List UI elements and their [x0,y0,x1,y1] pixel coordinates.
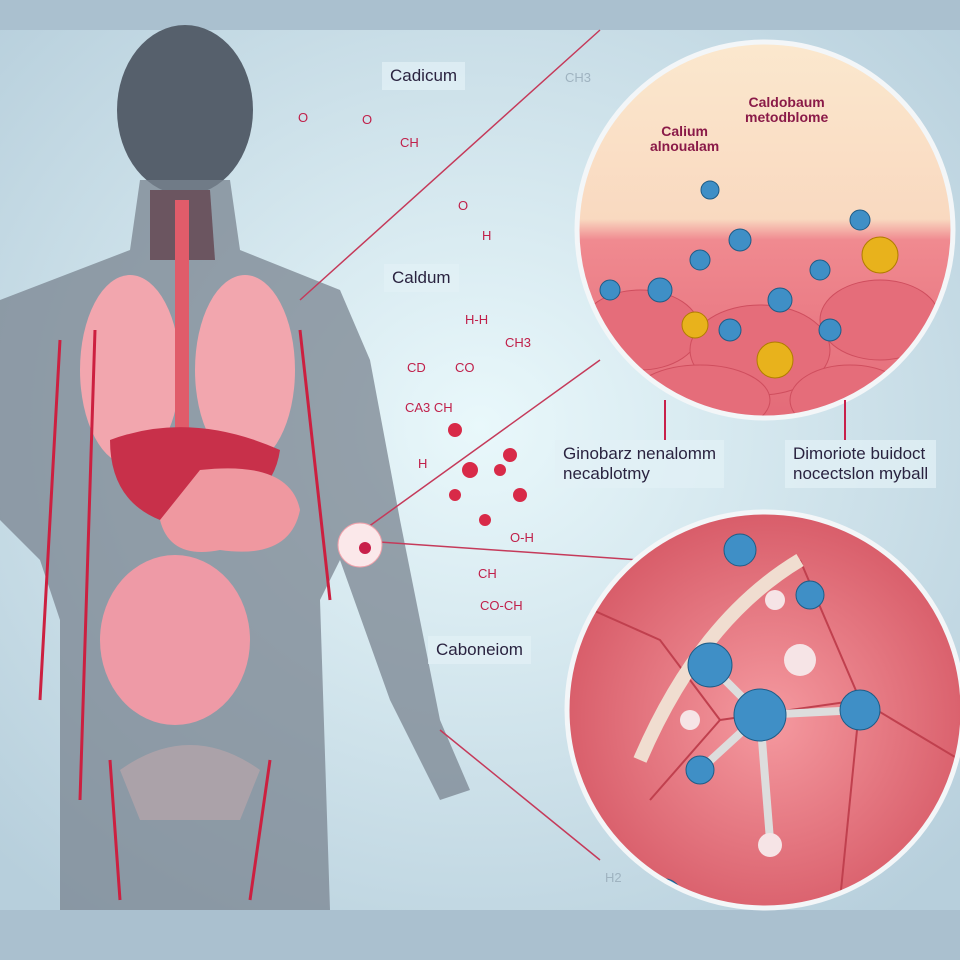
chem-text: H [418,456,428,471]
chem-text: CH [400,135,419,150]
chem-text: O-H [510,530,534,545]
chem-text: O [458,198,469,213]
label-mid: Caldum [384,264,459,292]
chem-text: H2 [605,870,622,885]
label-line: Ginobarz nenalomm [563,444,717,463]
chem-text: O [362,112,373,127]
label-top: Cadicum [382,62,466,90]
human-figure [0,25,470,910]
chem-text: O [298,110,309,125]
label-center: Ginobarz nenalomm necablotmy [555,440,725,488]
label-line: Dimoriote buidoct [793,444,926,463]
chem-text: CH3 [565,70,592,85]
chem-text: H-H [465,312,489,327]
circle-label-left: Calium alnoualam [650,124,719,154]
chem-text: CO-CH [480,598,523,613]
label-line: alnoualam [650,138,720,154]
chem-text: CD [407,360,426,375]
circle-label-right: Caldobaum metodblome [745,95,828,125]
chem-text: CH3 [505,335,532,350]
label-bottom: Caboneiom [428,636,531,664]
label-line: Calium [661,123,708,139]
label-line: nocectslon myball [793,464,929,483]
center-molecule [448,423,527,526]
chem-text: CO [455,360,475,375]
label-line: necablotmy [563,464,650,483]
label-right: Dimoriote buidoct nocectslon myball [785,440,937,488]
label-line: Caldobaum [748,94,825,110]
chem-text: CA3 CH [405,400,453,415]
chem-text: CH [478,566,497,581]
label-line: metodblome [745,109,829,125]
chem-text: H [482,228,492,243]
